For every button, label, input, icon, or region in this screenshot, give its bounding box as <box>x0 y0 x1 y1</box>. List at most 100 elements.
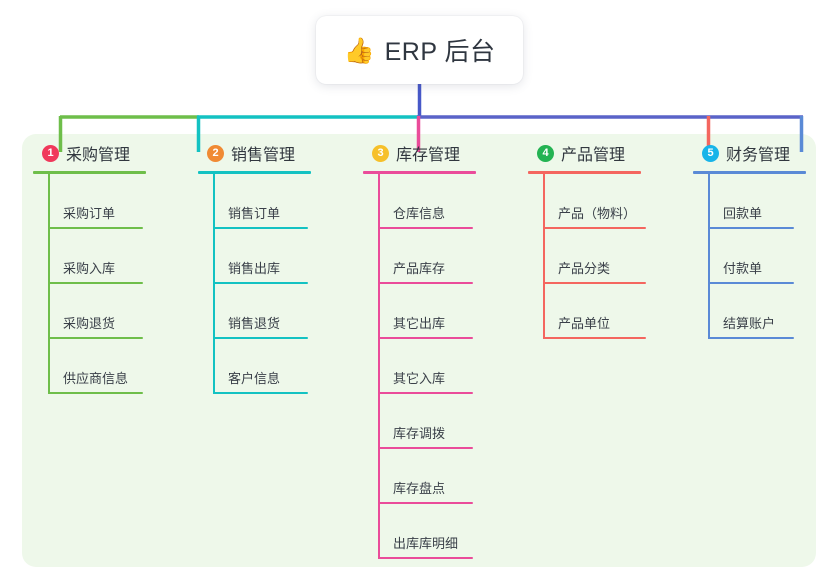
leaf-node-label: 产品单位 <box>558 316 611 331</box>
branch-title-1: 采购管理 <box>66 147 131 164</box>
leaf-node-label: 结算账户 <box>723 316 776 331</box>
leaf-node-underline <box>378 502 473 504</box>
leaf-node-underline <box>48 337 143 339</box>
branch-header-2[interactable]: 2 销售管理 <box>198 140 311 166</box>
leaf-node[interactable]: 采购入库 <box>33 229 146 284</box>
branch-header-4[interactable]: 4 产品管理 <box>528 140 641 166</box>
root-node-title: ERP 后台 <box>384 38 496 66</box>
leaf-node-underline <box>543 282 646 284</box>
branch-title-2: 销售管理 <box>231 147 296 164</box>
leaf-node-label: 库存盘点 <box>393 481 446 496</box>
leaf-node[interactable]: 其它入库 <box>363 339 476 394</box>
leaf-node-label: 采购退货 <box>63 316 116 331</box>
branch-badge-3: 3 <box>372 144 389 162</box>
branch-column-4: 4 产品管理产品（物料） 产品分类产品单位 <box>528 140 646 339</box>
leaf-node-label: 回款单 <box>723 206 763 221</box>
branch-spine-1 <box>48 174 50 394</box>
leaf-node-underline <box>378 557 473 559</box>
branch-header-1[interactable]: 1 采购管理 <box>33 140 146 166</box>
leaf-node-underline <box>48 282 143 284</box>
branch-spine-2 <box>213 174 215 394</box>
leaf-node-label: 产品（物料） <box>558 206 637 221</box>
leaf-node[interactable]: 产品单位 <box>528 284 646 339</box>
leaf-node-label: 供应商信息 <box>63 371 129 386</box>
branch-header-5[interactable]: 5 财务管理 <box>693 140 806 166</box>
leaf-node-label: 客户信息 <box>228 371 281 386</box>
branch-column-5: 5 财务管理回款单付款单结算账户 <box>693 140 806 339</box>
leaf-node[interactable]: 出库库明细 <box>363 504 476 559</box>
branch-header-underline-1 <box>33 171 146 174</box>
leaf-node-underline <box>213 227 308 229</box>
branch-items-3: 仓库信息产品库存其它出库其它入库库存调拨库存盘点出库库明细 <box>363 174 476 559</box>
leaf-node-label: 采购入库 <box>63 261 116 276</box>
leaf-node-label: 销售订单 <box>228 206 281 221</box>
leaf-node[interactable]: 仓库信息 <box>363 174 476 229</box>
leaf-node-underline <box>708 282 794 284</box>
leaf-node[interactable]: 回款单 <box>693 174 806 229</box>
leaf-node[interactable]: 产品分类 <box>528 229 646 284</box>
leaf-node[interactable]: 供应商信息 <box>33 339 146 394</box>
branch-title-5: 财务管理 <box>726 147 791 164</box>
leaf-node-label: 其它入库 <box>393 371 446 386</box>
leaf-node-underline <box>378 282 473 284</box>
branch-column-2: 2 销售管理销售订单销售出库销售退货客户信息 <box>198 140 311 394</box>
leaf-node[interactable]: 其它出库 <box>363 284 476 339</box>
branch-items-2: 销售订单销售出库销售退货客户信息 <box>198 174 311 394</box>
root-node-card[interactable]: 👍 ERP 后台 <box>316 16 523 84</box>
leaf-node-label: 产品分类 <box>558 261 611 276</box>
branch-items-5: 回款单付款单结算账户 <box>693 174 806 339</box>
leaf-node[interactable]: 销售订单 <box>198 174 311 229</box>
leaf-node[interactable]: 付款单 <box>693 229 806 284</box>
leaf-node-underline <box>708 227 794 229</box>
leaf-node-underline <box>48 227 143 229</box>
branch-badge-1: 1 <box>42 144 59 162</box>
branch-title-4: 产品管理 <box>561 147 626 164</box>
leaf-node-underline <box>543 337 646 339</box>
leaf-node[interactable]: 产品（物料） <box>528 174 646 229</box>
branches-panel <box>22 134 816 567</box>
leaf-node-underline <box>378 227 473 229</box>
leaf-node[interactable]: 库存盘点 <box>363 449 476 504</box>
leaf-node-label: 出库库明细 <box>393 536 459 551</box>
leaf-node-label: 库存调拨 <box>393 426 446 441</box>
leaf-node-label: 其它出库 <box>393 316 446 331</box>
leaf-node[interactable]: 采购退货 <box>33 284 146 339</box>
branch-items-1: 采购订单采购入库采购退货供应商信息 <box>33 174 146 394</box>
leaf-node[interactable]: 销售出库 <box>198 229 311 284</box>
leaf-node-label: 采购订单 <box>63 206 116 221</box>
branch-header-underline-5 <box>693 171 806 174</box>
leaf-node-label: 仓库信息 <box>393 206 446 221</box>
leaf-node-underline <box>708 337 794 339</box>
leaf-node[interactable]: 采购订单 <box>33 174 146 229</box>
branch-spine-5 <box>708 174 710 339</box>
leaf-node-underline <box>213 392 308 394</box>
leaf-node[interactable]: 客户信息 <box>198 339 311 394</box>
branch-badge-5: 5 <box>702 144 719 162</box>
branch-spine-4 <box>543 174 545 339</box>
leaf-node-label: 付款单 <box>723 261 763 276</box>
branch-items-4: 产品（物料） 产品分类产品单位 <box>528 174 646 339</box>
leaf-node-label: 产品库存 <box>393 261 446 276</box>
leaf-node[interactable]: 库存调拨 <box>363 394 476 449</box>
leaf-node-underline <box>213 337 308 339</box>
leaf-node-underline <box>378 392 473 394</box>
leaf-node[interactable]: 结算账户 <box>693 284 806 339</box>
leaf-node-underline <box>543 227 646 229</box>
leaf-node[interactable]: 产品库存 <box>363 229 476 284</box>
branch-header-underline-3 <box>363 171 476 174</box>
branch-spine-3 <box>378 174 380 559</box>
branch-badge-2: 2 <box>207 144 224 162</box>
leaf-node[interactable]: 销售退货 <box>198 284 311 339</box>
branch-header-underline-2 <box>198 171 311 174</box>
branch-badge-4: 4 <box>537 144 554 162</box>
leaf-node-underline <box>213 282 308 284</box>
thumbs-up-icon: 👍 <box>343 36 375 65</box>
leaf-node-underline <box>378 337 473 339</box>
branch-header-underline-4 <box>528 171 641 174</box>
leaf-node-underline <box>48 392 143 394</box>
branch-column-1: 1 采购管理采购订单采购入库采购退货供应商信息 <box>33 140 146 394</box>
leaf-node-underline <box>378 447 473 449</box>
